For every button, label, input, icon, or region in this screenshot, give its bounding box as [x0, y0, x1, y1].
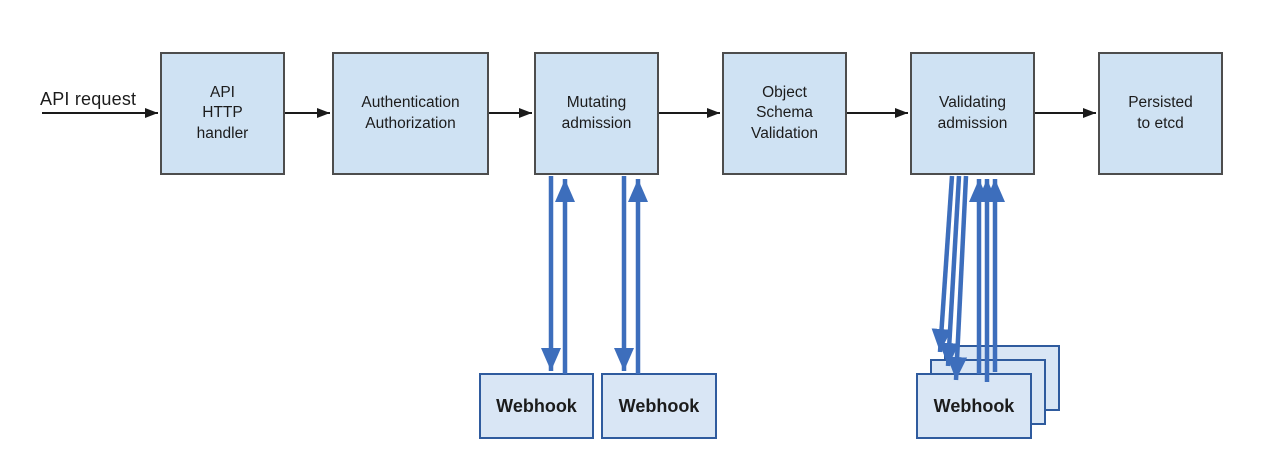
- webhook-label: Webhook: [933, 395, 1015, 416]
- mutating-webhook-box-2: Webhook: [601, 373, 717, 439]
- flow-node-authentication-authorization: Authentication Authorization: [332, 52, 489, 175]
- api-request-label: API request: [40, 89, 137, 109]
- validating-webhook-request-arrow-2: [939, 175, 962, 367]
- webhook-label: Webhook: [496, 395, 577, 416]
- flow-node-label: Mutating admission: [561, 94, 632, 132]
- flow-node-validating-admission: Validating admission: [910, 52, 1035, 175]
- flow-node-mutating-admission: Mutating admission: [534, 52, 659, 175]
- flow-node-label: Validating admission: [937, 94, 1008, 132]
- flow-node-label: Authentication Authorization: [361, 94, 460, 132]
- flow-node-object-schema-validation: Object Schema Validation: [722, 52, 847, 175]
- flow-node-label: API HTTP handler: [196, 84, 249, 142]
- validating-webhook-request-arrow-1: [931, 175, 955, 353]
- validating-webhook-box-front: Webhook: [916, 373, 1032, 439]
- flow-node-label: Object Schema Validation: [751, 84, 818, 142]
- flow-node-api-http-handler: API HTTP handler: [160, 52, 285, 175]
- flow-node-persisted-to-etcd: Persisted to etcd: [1098, 52, 1223, 175]
- flow-node-label: Persisted to etcd: [1128, 94, 1193, 132]
- mutating-webhook-box-1: Webhook: [479, 373, 594, 439]
- webhook-label: Webhook: [618, 395, 700, 416]
